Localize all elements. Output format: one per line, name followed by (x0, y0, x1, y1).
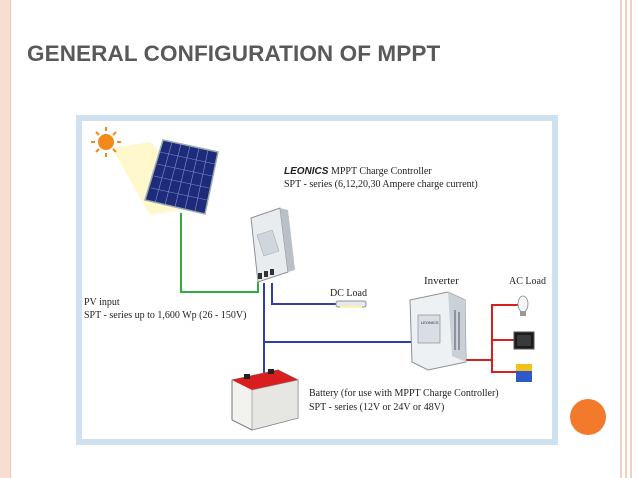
controller-title: LEONICS MPPT Charge Controller (284, 166, 432, 177)
controller-series: SPT - series (6,12,20,30 Ampere charge c… (284, 179, 478, 190)
pv-wire (180, 213, 259, 293)
controller-title-text: MPPT Charge Controller (330, 166, 432, 177)
solar-panel-icon (144, 139, 219, 215)
inverter-icon: LEONICS (409, 291, 467, 371)
pv-series: SPT - series up to 1,600 Wp (26 - 150V) (84, 310, 247, 321)
battery-icon (231, 369, 299, 431)
slide-title: GENERAL CONFIGURATION OF MPPT (27, 41, 441, 66)
ac-load-label: AC Load (509, 276, 546, 287)
inverter-label: Inverter (424, 275, 459, 287)
battery-line1: Battery (for use with MPPT Charge Contro… (309, 388, 499, 399)
dc-load-wire (271, 283, 340, 305)
bulb-icon (517, 295, 529, 316)
tv-icon (513, 331, 535, 350)
pv-input-label: PV input (84, 297, 120, 308)
sun-icon (91, 127, 121, 157)
appliance-icon (516, 364, 532, 382)
left-decorative-border (0, 0, 11, 478)
accent-circle (570, 399, 606, 435)
right-decorative-border (616, 0, 638, 478)
charge-controller-icon (250, 207, 295, 283)
dc-lamp-icon (335, 300, 367, 308)
ac-load-wires (465, 304, 520, 373)
controller-brand: LEONICS (284, 166, 329, 177)
battery-line2: SPT - series (12V or 24V or 48V) (309, 402, 445, 413)
inverter-badge: LEONICS (421, 320, 439, 325)
dc-load-label: DC Load (330, 288, 367, 299)
